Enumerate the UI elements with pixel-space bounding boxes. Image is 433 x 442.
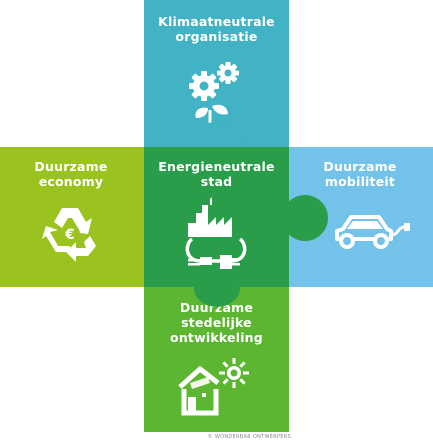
electric-car-icon — [329, 209, 413, 255]
puzzle-tab-right-center — [282, 195, 328, 241]
panel-title-top: Klimaatneutrale organisatie — [158, 14, 275, 44]
credit-text: © WONDERBAR ONTWERPERS — [207, 434, 291, 440]
svg-text:€: € — [64, 227, 75, 243]
factory-plug-icon — [182, 195, 254, 271]
panel-title-right: Duurzame mobiliteit — [323, 159, 397, 189]
house-sun-icon — [176, 357, 256, 417]
panel-duurzame-stedelijke-ontwikkeling: Duurzame stedelijke ontwikkeling — [144, 287, 289, 432]
panel-title-bottom: Duurzame stedelijke ontwikkeling — [170, 300, 263, 345]
recycle-euro-icon: € — [40, 202, 100, 262]
gears-with-plant-icon — [184, 56, 254, 134]
panel-energieneutrale-stad: Energieneutrale stad — [144, 147, 289, 287]
panel-title-center: Energieneutrale stad — [158, 159, 275, 189]
panel-title-left: Duurzame economy — [34, 159, 108, 189]
